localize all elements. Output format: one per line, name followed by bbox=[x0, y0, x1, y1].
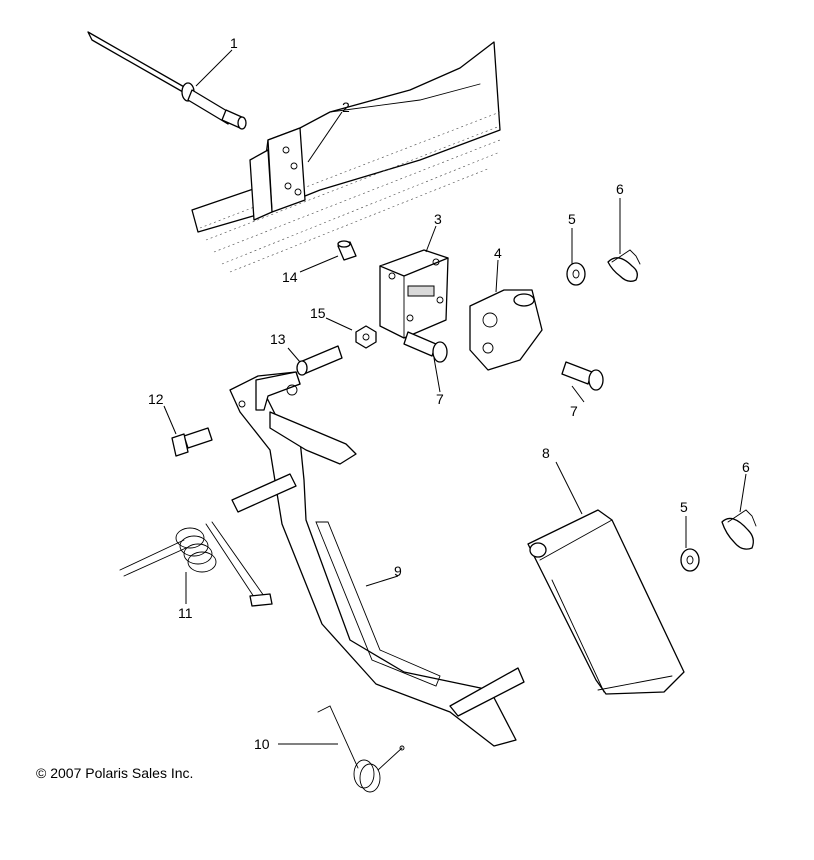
callout-2: 2 bbox=[342, 99, 350, 115]
leader-lines bbox=[163, 49, 747, 745]
callout-7a: 7 bbox=[436, 391, 444, 407]
callout-3: 3 bbox=[434, 211, 442, 227]
callout-9: 9 bbox=[394, 563, 402, 579]
callout-11: 11 bbox=[178, 605, 193, 621]
part-bolt-short bbox=[171, 427, 213, 457]
part-washer-a bbox=[566, 262, 586, 286]
part-pedal-arm bbox=[229, 371, 525, 747]
part-clip-a bbox=[607, 249, 641, 282]
callout-labels: 1 2 3 4 5 6 14 15 13 12 7 7 8 6 5 9 11 1… bbox=[148, 35, 750, 752]
callout-12: 12 bbox=[148, 391, 164, 407]
part-bolt-a bbox=[403, 331, 448, 363]
callout-10: 10 bbox=[254, 736, 270, 752]
callout-6a: 6 bbox=[616, 181, 624, 197]
part-torsion-spring bbox=[119, 521, 273, 607]
part-return-spring bbox=[317, 705, 405, 793]
copyright-text: © 2007 Polaris Sales Inc. bbox=[36, 765, 194, 781]
part-floor-bracket bbox=[191, 41, 501, 273]
part-pedal-pad bbox=[527, 509, 685, 695]
callout-4: 4 bbox=[494, 245, 502, 261]
callout-6b: 6 bbox=[742, 459, 750, 475]
part-pivot-housing bbox=[469, 289, 543, 371]
part-clip-b bbox=[721, 509, 757, 550]
part-throttle-cable bbox=[87, 31, 247, 130]
callout-15: 15 bbox=[310, 305, 326, 321]
part-mount-block bbox=[379, 249, 449, 339]
callout-5b: 5 bbox=[680, 499, 688, 515]
callout-7b: 7 bbox=[570, 403, 578, 419]
callout-8: 8 bbox=[542, 445, 550, 461]
callout-13: 13 bbox=[270, 331, 286, 347]
part-washer-b bbox=[680, 548, 700, 572]
callout-5a: 5 bbox=[568, 211, 576, 227]
part-nut bbox=[355, 325, 377, 349]
part-bushing bbox=[337, 240, 357, 261]
callout-1: 1 bbox=[230, 35, 238, 51]
part-bolt-b bbox=[561, 361, 604, 391]
part-pin bbox=[296, 345, 343, 376]
callout-14: 14 bbox=[282, 269, 298, 285]
